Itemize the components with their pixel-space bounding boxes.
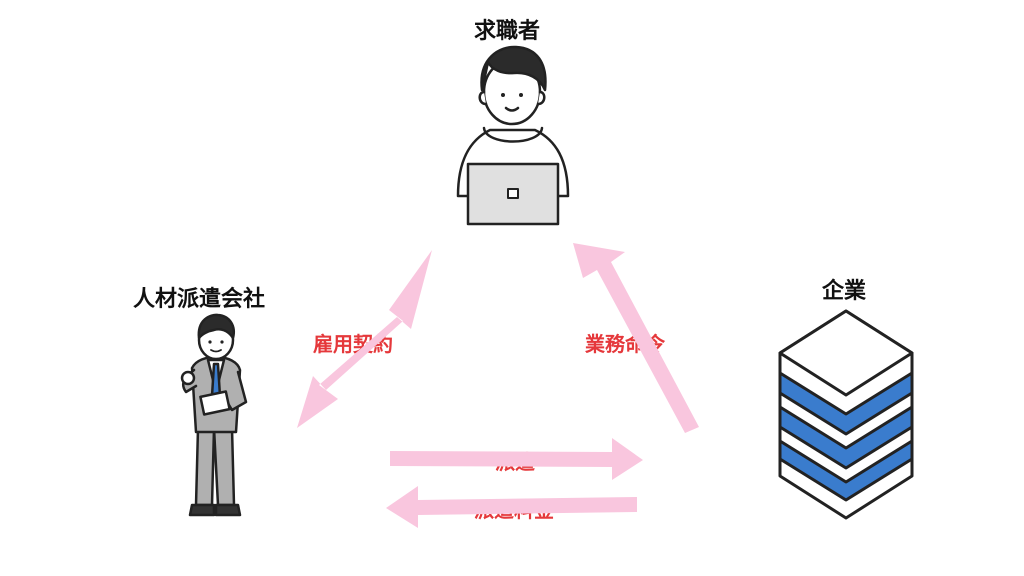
employment-contract-arrow bbox=[297, 250, 432, 428]
company-label: 企業 bbox=[822, 279, 867, 304]
job-seeker-label: 求職者 bbox=[474, 19, 541, 44]
server-stack-icon bbox=[778, 309, 914, 520]
businessman-icon bbox=[180, 313, 248, 517]
work-order-arrow bbox=[573, 243, 699, 433]
dispatch-arrow bbox=[390, 438, 643, 480]
dispatch-fee-arrow bbox=[386, 486, 637, 528]
staffing-agency-label: 人材派遣会社 bbox=[133, 287, 266, 312]
person-laptop-icon bbox=[456, 45, 570, 226]
